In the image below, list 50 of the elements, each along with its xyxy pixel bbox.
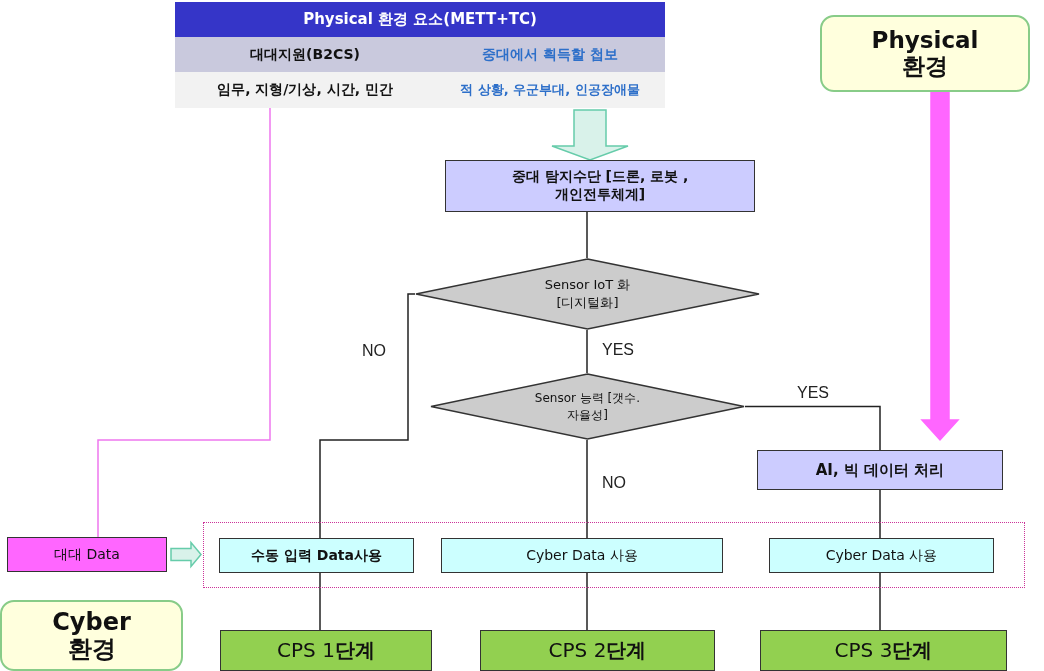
process-box bbox=[769, 538, 994, 573]
table-cell bbox=[435, 37, 665, 72]
process-box bbox=[441, 538, 723, 573]
node-label: Physical 환경 bbox=[870, 28, 980, 79]
connector-line bbox=[97, 107, 271, 538]
rounded-box bbox=[820, 15, 1030, 92]
process-box bbox=[445, 160, 755, 212]
block-arrow bbox=[920, 91, 960, 442]
decision-diamond bbox=[415, 258, 760, 330]
group-frame bbox=[203, 522, 1025, 588]
node-label: 대대지원(B2CS) bbox=[250, 45, 360, 64]
node-label: 수동 입력 Data사용 bbox=[251, 546, 382, 565]
stage-box bbox=[220, 630, 432, 671]
table-cell bbox=[175, 37, 435, 72]
node-label: 적 상황, 우군부대, 인공장애물 bbox=[460, 81, 640, 99]
node-label: CPS 3단계 bbox=[834, 637, 933, 664]
node-label: 임무, 지형/기상, 시간, 민간 bbox=[217, 81, 393, 99]
stage-box bbox=[480, 630, 715, 671]
connector-line bbox=[744, 405, 881, 451]
node-label: Sensor IoT 화 [디지털화] bbox=[543, 276, 632, 312]
table-cell bbox=[435, 72, 665, 108]
node-label: CPS 2단계 bbox=[548, 637, 647, 664]
node-label: 대대 Data bbox=[54, 545, 120, 564]
connector-line bbox=[879, 572, 881, 631]
connector-line bbox=[586, 439, 588, 539]
process-box bbox=[219, 538, 414, 573]
node-label: 중대에서 획득할 첩보 bbox=[482, 45, 618, 64]
decision-diamond bbox=[430, 373, 745, 440]
table-panel bbox=[175, 2, 665, 108]
stage-box bbox=[760, 630, 1007, 671]
rounded-box bbox=[0, 600, 183, 671]
connector-line bbox=[586, 572, 588, 631]
connector-line bbox=[586, 329, 588, 374]
table-cell bbox=[175, 72, 435, 108]
node-label: Cyber Data 사용 bbox=[825, 546, 938, 565]
connector-line bbox=[879, 489, 881, 539]
node-label: 중대 탐지수단 [드론, 로봇 ,개인전투체계] bbox=[510, 168, 690, 204]
block-arrow bbox=[551, 109, 629, 161]
block-arrow bbox=[170, 540, 202, 569]
connector-line bbox=[319, 293, 416, 539]
node-label: Cyber Data 사용 bbox=[526, 546, 638, 565]
connector-line bbox=[319, 572, 321, 631]
data-box bbox=[7, 537, 167, 572]
node-label: Cyber 환경 bbox=[51, 609, 132, 662]
process-box bbox=[757, 450, 1003, 490]
connector-line bbox=[586, 211, 588, 259]
node-label: CPS 1단계 bbox=[277, 637, 375, 664]
node-label: Sensor 능력 [갯수.자율성] bbox=[533, 389, 642, 424]
node-label: AI, 빅 데이터 처리 bbox=[815, 460, 945, 480]
table-header: Physical 환경 요소(METT+TC) bbox=[303, 10, 537, 29]
